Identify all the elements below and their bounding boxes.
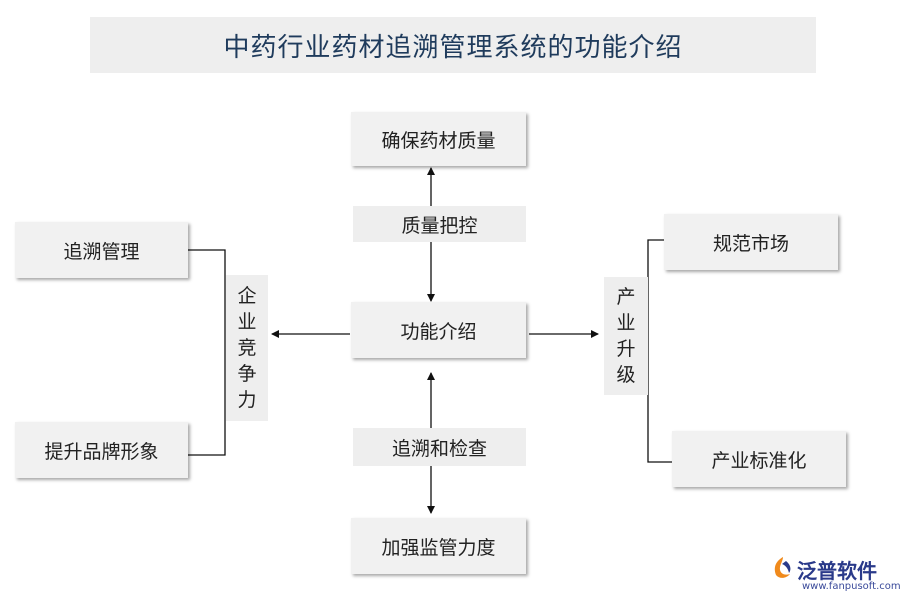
left-bracket xyxy=(188,249,226,456)
right-label-char: 级 xyxy=(616,364,636,386)
left-label-char: 企 xyxy=(237,285,257,307)
diagram-title: 中药行业药材追溯管理系统的功能介绍 xyxy=(223,32,683,63)
left-label-char: 竞 xyxy=(237,337,257,359)
left-bottom-box: 提升品牌形象 xyxy=(15,422,188,478)
right-label-char: 升 xyxy=(616,338,636,360)
right-label-char: 业 xyxy=(616,312,636,334)
left-label-char: 争 xyxy=(237,363,257,385)
left-top-box: 追溯管理 xyxy=(15,222,188,278)
left-vertical-label: 企 业 竞 争 力 xyxy=(226,275,268,421)
title-bar: 中药行业药材追溯管理系统的功能介绍 xyxy=(90,17,816,73)
right-vertical-label: 产 业 升 级 xyxy=(604,277,648,395)
top-box: 确保药材质量 xyxy=(351,112,526,166)
left-label-char: 力 xyxy=(237,389,257,411)
top-label: 质量把控 xyxy=(353,206,526,242)
logo-url: www.fanpusoft.com xyxy=(802,581,900,592)
bottom-box: 加强监管力度 xyxy=(351,518,526,574)
fanpu-logo: 泛普软件 www.fanpusoft.com xyxy=(770,555,900,597)
logo-name: 泛普软件 xyxy=(797,559,877,583)
right-label-char: 产 xyxy=(616,286,636,308)
right-top-box: 规范市场 xyxy=(664,214,838,270)
center-box: 功能介绍 xyxy=(351,302,526,358)
right-bracket xyxy=(647,239,672,463)
bottom-label: 追溯和检查 xyxy=(353,428,526,466)
left-label-char: 业 xyxy=(237,311,257,333)
logo-mark-icon xyxy=(774,557,791,578)
right-bottom-box: 产业标准化 xyxy=(672,431,846,487)
